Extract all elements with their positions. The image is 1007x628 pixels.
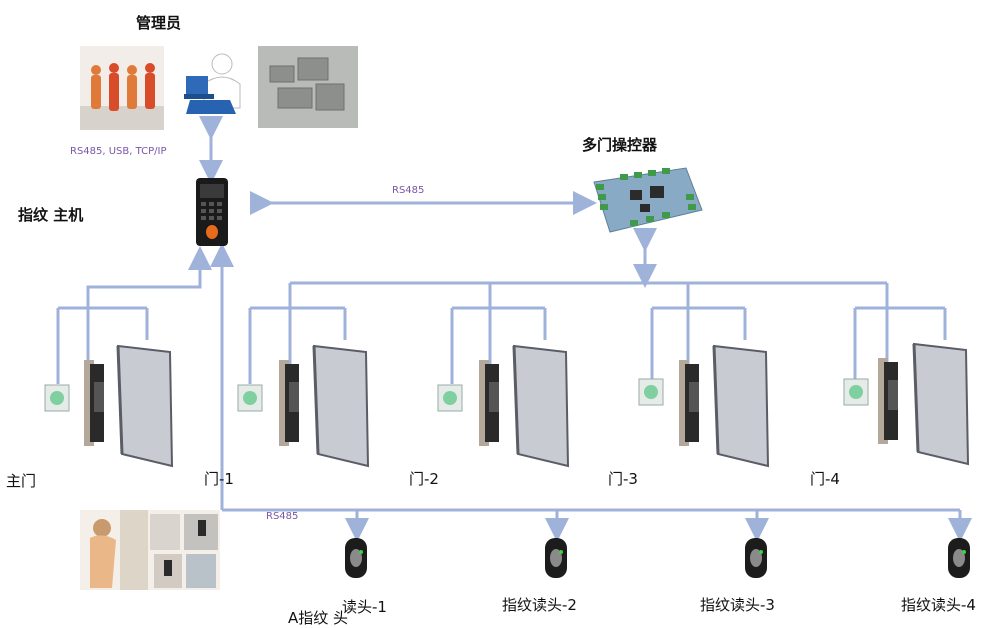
exit-button-3 — [638, 378, 664, 410]
door-icon — [312, 344, 370, 468]
reader2-label: 指纹读头-2 — [502, 596, 577, 614]
electric-lock-icon — [679, 360, 699, 446]
exit-button-icon — [237, 384, 263, 412]
reader3-label: 指纹读头-3 — [700, 596, 775, 614]
rs485-top-label: RS485 — [392, 185, 425, 196]
exit-button-icon — [638, 378, 664, 406]
door1-label: 门-1 — [204, 470, 234, 488]
multi-door-label: 多门操控器 — [582, 136, 658, 154]
exit-button-icon — [437, 384, 463, 412]
admin-connection-label: RS485, USB, TCP/IP — [70, 146, 167, 157]
main-door-label: 主门 — [6, 472, 37, 490]
people-photo-icon — [80, 46, 164, 130]
door-icon — [912, 342, 970, 466]
admin-label: 管理员 — [136, 14, 182, 32]
fingerprint-reader-icon — [948, 538, 970, 578]
usage-photo-icon — [80, 510, 220, 590]
reader4-label: 指纹读头-4 — [901, 596, 976, 614]
electric-lock-icon — [479, 360, 499, 446]
fp-host-label: 指纹 主机 — [18, 206, 84, 224]
exit-button-main — [44, 384, 70, 416]
admin-computer-icon — [184, 53, 241, 114]
door-icon — [512, 344, 570, 468]
door-icon — [712, 344, 770, 468]
reader1-label: 读头-1 — [342, 598, 387, 616]
electric-lock-icon — [84, 360, 104, 446]
fingerprint-reader-icon — [545, 538, 567, 578]
fingerprint-reader-icon — [345, 538, 367, 578]
exit-button-icon — [843, 378, 869, 406]
floorplan-photo-icon — [258, 46, 358, 128]
exit-button-1 — [237, 384, 263, 416]
rs485-bottom-label: RS485 — [266, 511, 299, 522]
electric-lock-icon — [279, 360, 299, 446]
fingerprint-terminal-icon — [196, 178, 228, 246]
main-door-link — [86, 246, 212, 302]
reader-left-label: A指纹 头 — [288, 609, 349, 627]
exit-button-2 — [437, 384, 463, 416]
door2-label: 门-2 — [409, 470, 439, 488]
door3-label: 门-3 — [608, 470, 638, 488]
door-icon — [116, 344, 174, 468]
door4-label: 门-4 — [810, 470, 840, 488]
exit-button-icon — [44, 384, 70, 412]
exit-button-4 — [843, 378, 869, 410]
controller-board-icon — [593, 167, 703, 233]
fingerprint-reader-icon — [745, 538, 767, 578]
electric-lock-icon — [878, 358, 898, 444]
